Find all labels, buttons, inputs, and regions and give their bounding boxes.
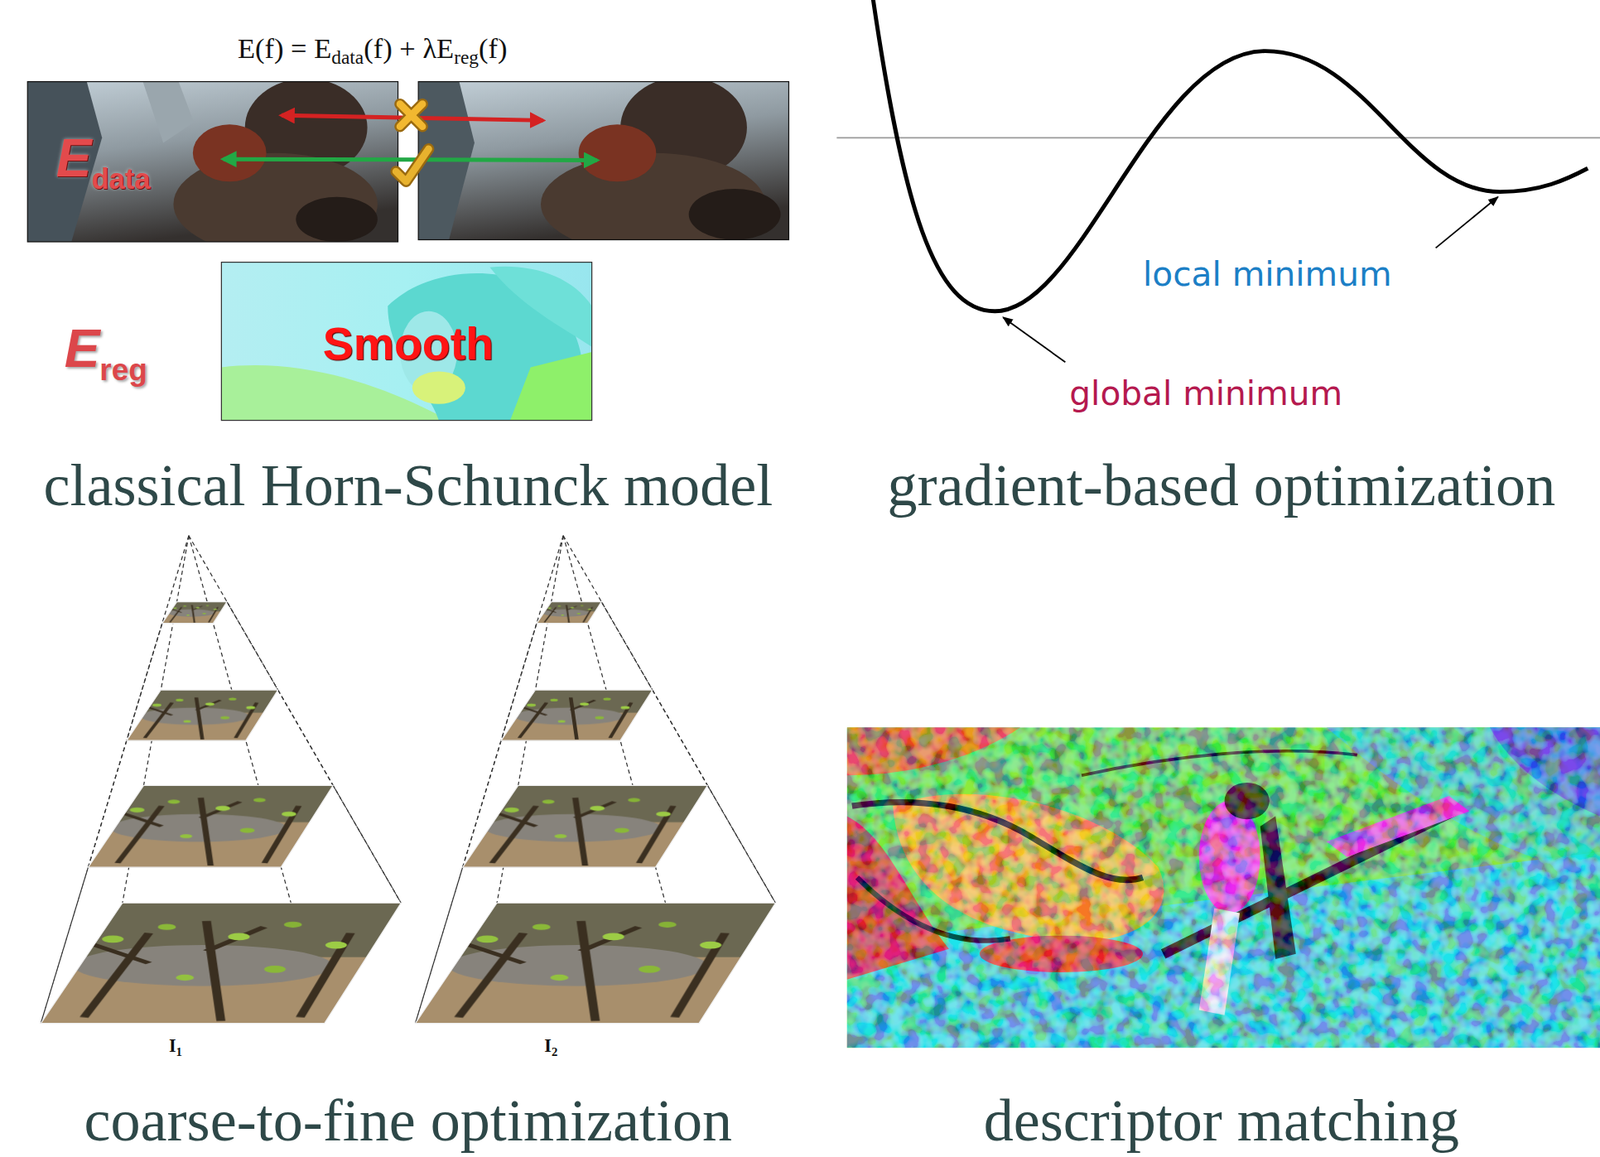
- minimum-callout: local minimum: [1142, 257, 1393, 292]
- reg-term-label: Ereg: [64, 322, 148, 376]
- matching-field: [847, 727, 1600, 1048]
- formula-text: (f): [478, 32, 507, 64]
- flow-background: [221, 262, 592, 421]
- minimum-label: global minimum: [1069, 373, 1343, 414]
- drawing-part: [400, 104, 423, 127]
- noise-speckle: [847, 727, 1600, 1048]
- formula-subscript: data: [331, 48, 364, 68]
- drawing-part: [395, 149, 429, 182]
- formula-text: E(f) = E: [237, 32, 332, 64]
- image-name: I1: [168, 1036, 183, 1056]
- minimum-callout: global minimum: [1069, 376, 1343, 411]
- frame-one: [27, 81, 398, 242]
- energy-curve: [872, 0, 1588, 312]
- caption-block: gradient-based optimization: [887, 455, 1557, 516]
- zero-axis: [836, 136, 1600, 139]
- figure: [295, 197, 378, 242]
- image-label: I: [544, 1035, 552, 1056]
- leader-arrow: [1436, 197, 1499, 249]
- caption-block: descriptor matching: [983, 1090, 1460, 1151]
- panel-caption: classical Horn-Schunck model: [43, 452, 773, 519]
- flow-region: [489, 266, 592, 347]
- pyramid-level: [87, 785, 333, 868]
- term-subscript: data: [91, 164, 151, 194]
- drawing-part: [332, 785, 401, 903]
- hair: [578, 124, 657, 182]
- pyramid-lines: [40, 535, 401, 1024]
- caption-block: coarse-to-fine optimization: [84, 1090, 733, 1151]
- pyramid-level: [162, 602, 227, 624]
- cross-mark: [400, 104, 423, 127]
- flow-region: [412, 371, 466, 404]
- rock: [143, 81, 195, 144]
- formula-subscript: reg: [453, 48, 479, 68]
- check-mark: [395, 149, 429, 182]
- frame-border: [27, 81, 398, 242]
- image-subscript: 2: [551, 1045, 558, 1059]
- flow-region: [510, 351, 593, 421]
- image-subscript: 1: [176, 1045, 183, 1059]
- hair: [192, 124, 267, 182]
- image-pyramid: [414, 535, 776, 1024]
- figure: [689, 188, 781, 241]
- leader-arrow: [1002, 317, 1066, 362]
- drawing-part: [226, 602, 279, 690]
- energy-formula: E(f) = Edata(f) + λEreg(f): [237, 33, 508, 63]
- minimum-label: local minimum: [1142, 254, 1393, 294]
- pyramid-level: [126, 689, 279, 741]
- flow-border: [221, 262, 592, 421]
- term-label: E: [56, 128, 92, 188]
- panel-caption: coarse-to-fine optimization: [84, 1087, 733, 1154]
- right-match-arrow: [223, 159, 598, 160]
- formula-text: (f) + λE: [363, 32, 454, 64]
- drawing-part: [395, 149, 429, 182]
- panel-caption: descriptor matching: [983, 1087, 1460, 1154]
- drawing-part: [400, 104, 423, 127]
- term-subscript: reg: [99, 355, 148, 386]
- rock: [27, 81, 102, 242]
- pyramid-level: [40, 902, 401, 1023]
- term-label: E: [64, 318, 101, 379]
- caption-block: classical Horn-Schunck model: [43, 455, 773, 516]
- overlay-word: Smooth: [322, 318, 494, 370]
- drawing-part: [278, 689, 334, 786]
- smooth-label: Smooth: [322, 321, 494, 367]
- image-pyramid: [40, 535, 401, 1024]
- field-background: [847, 727, 1600, 1048]
- data-term-label: Edata: [56, 131, 151, 185]
- image-name: I2: [544, 1036, 558, 1056]
- image-label: I: [168, 1035, 177, 1056]
- panel-caption: gradient-based optimization: [887, 452, 1557, 519]
- flow-field: [221, 262, 592, 421]
